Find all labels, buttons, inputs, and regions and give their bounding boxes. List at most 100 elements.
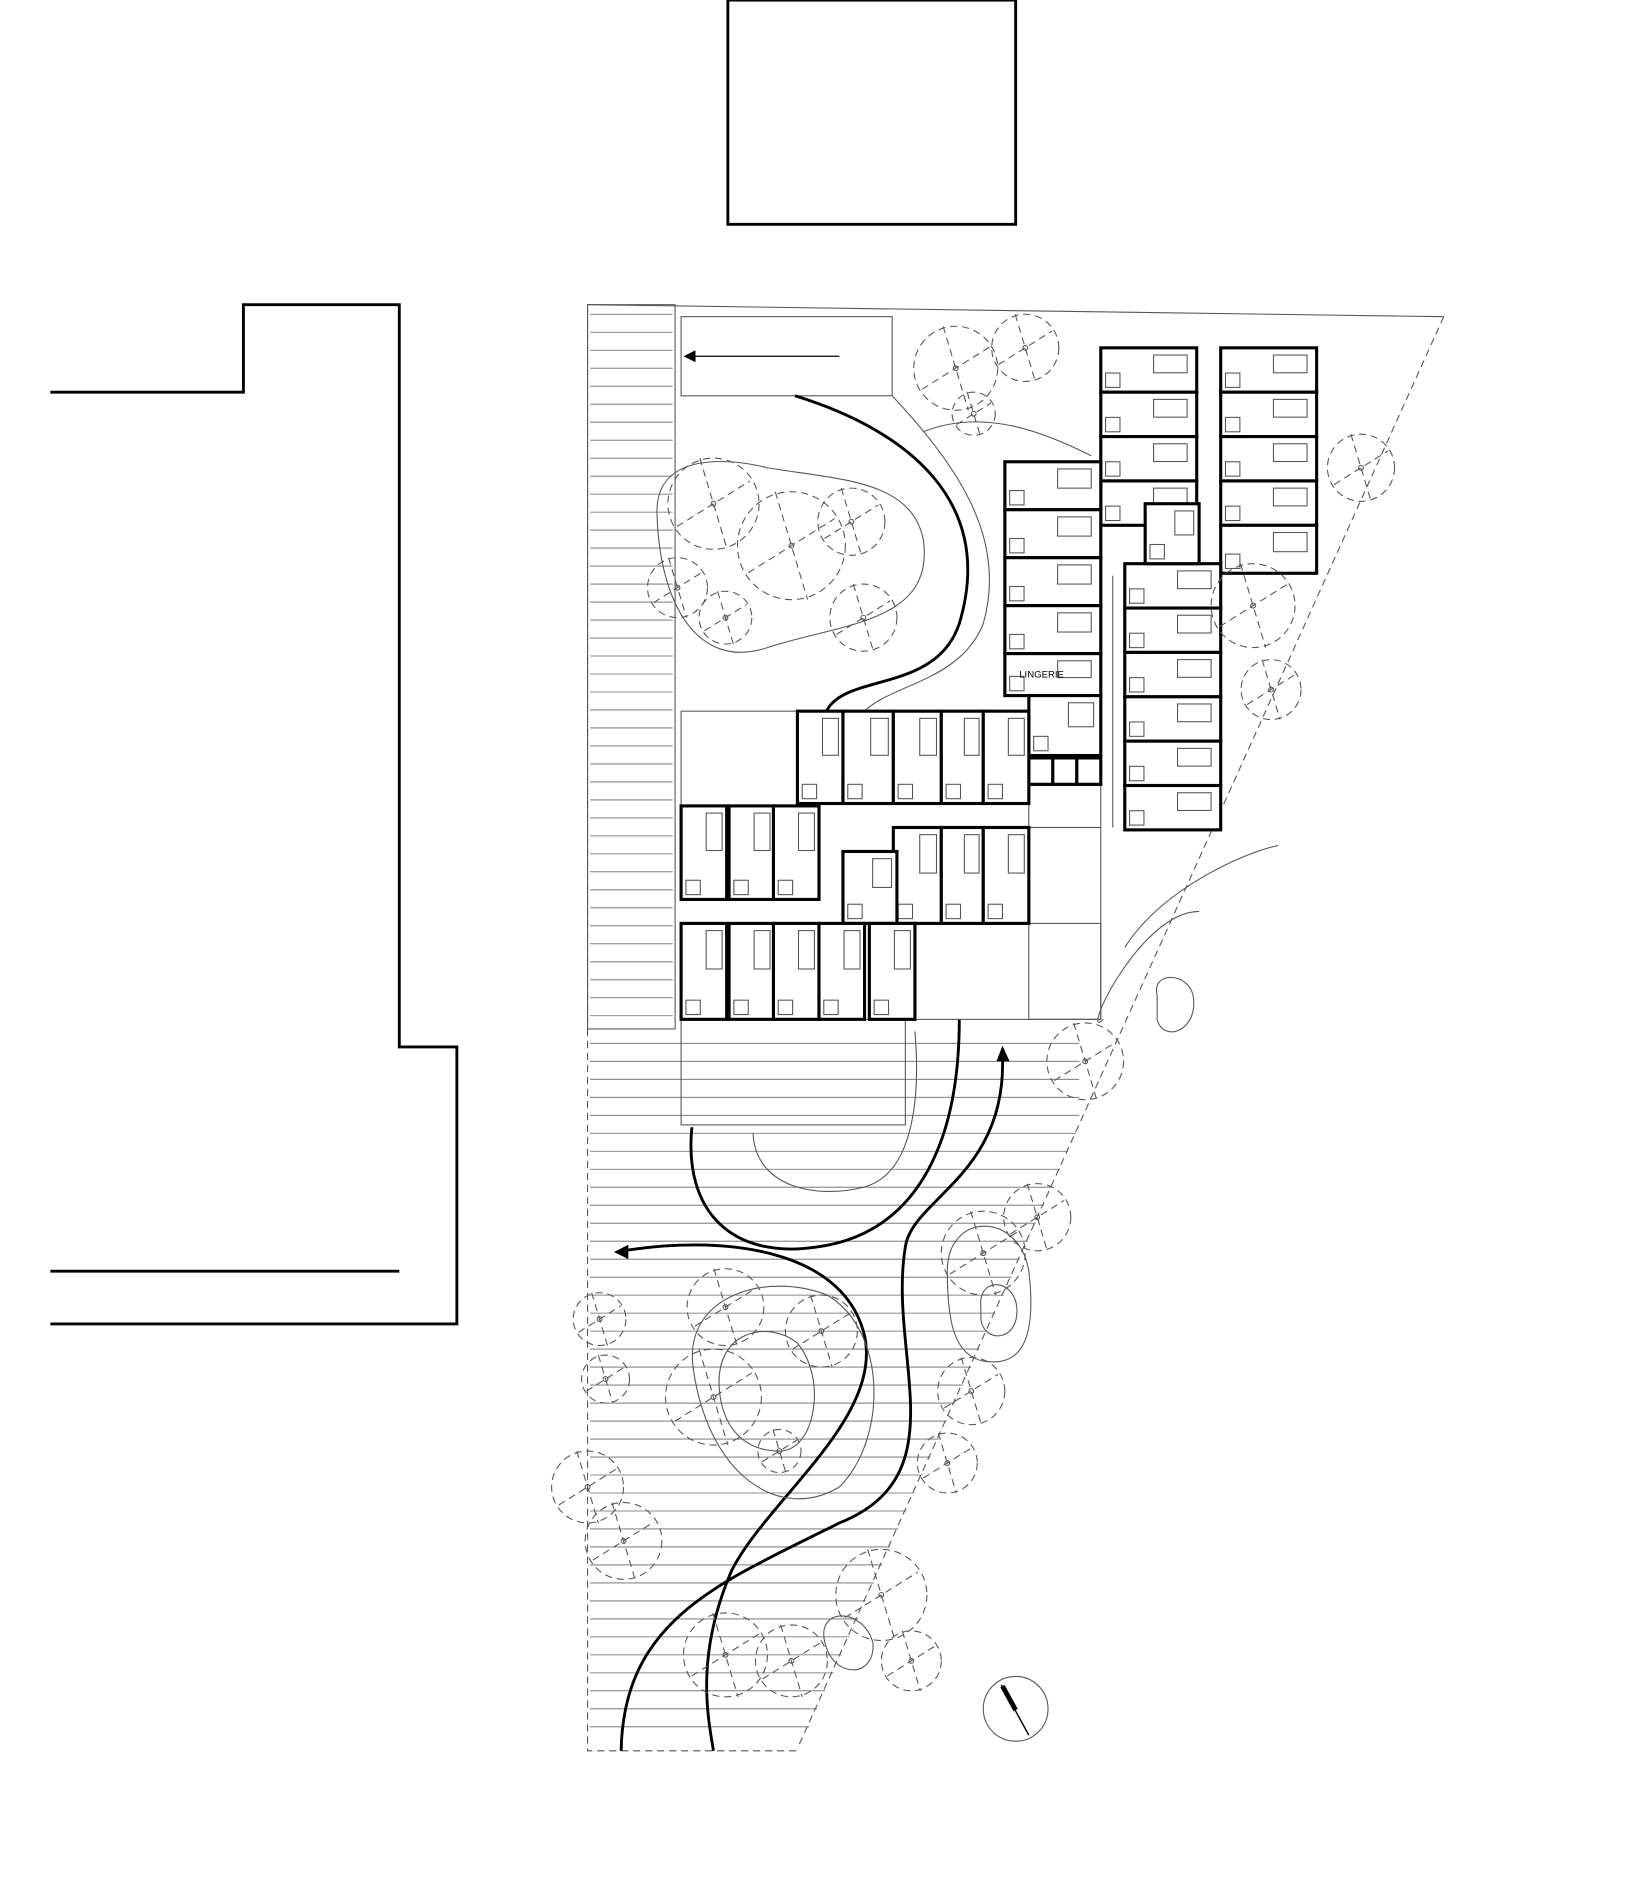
tree-axis <box>942 326 969 411</box>
bed-icon <box>821 717 839 756</box>
bathroom-icon <box>1009 489 1025 506</box>
tree-axis <box>1010 1199 1065 1235</box>
tree-axis <box>852 583 874 652</box>
room <box>1123 783 1223 832</box>
drop-off-loop <box>689 1019 961 1251</box>
drop-off-loop-inner <box>752 1031 918 1193</box>
tree-axis <box>1219 584 1287 628</box>
bed-icon <box>1272 487 1308 507</box>
bathroom-icon <box>1129 765 1145 782</box>
garden-bed <box>718 1330 815 1452</box>
bed-icon <box>843 930 861 970</box>
tree-icon <box>736 491 846 601</box>
bathroom-icon <box>1105 416 1121 433</box>
tree-axis <box>998 330 1053 366</box>
bed-icon <box>1272 398 1308 418</box>
tree-icon <box>1210 563 1296 649</box>
bed-icon <box>1057 564 1092 585</box>
tree-icon <box>572 1292 627 1347</box>
room <box>867 921 917 1021</box>
bathroom-icon <box>1009 537 1025 554</box>
garden-bed <box>656 460 925 653</box>
tree-trunk <box>980 1250 987 1257</box>
bed-icon <box>1176 747 1212 767</box>
tree-axis <box>867 1549 896 1641</box>
tree-axis <box>1246 674 1296 706</box>
bed-icon <box>872 858 893 888</box>
bathroom-icon <box>733 879 749 896</box>
room <box>981 825 1031 925</box>
bathroom-icon <box>733 999 749 1016</box>
tree-axis <box>761 1439 797 1463</box>
room <box>1003 556 1103 608</box>
room <box>939 825 985 925</box>
garden-bed <box>946 1225 1032 1363</box>
bed-icon <box>1057 516 1092 537</box>
bathroom-icon <box>847 903 863 920</box>
room <box>679 921 729 1021</box>
tree-axis <box>694 1287 757 1327</box>
bed-icon <box>1176 614 1212 634</box>
tree-icon <box>584 1502 663 1580</box>
room <box>727 804 777 901</box>
tree-icon <box>817 487 886 556</box>
bed-icon <box>1067 702 1095 728</box>
walkway <box>619 1055 1004 1751</box>
bed-icon <box>1272 443 1308 463</box>
bathroom-icon <box>1105 461 1121 477</box>
room <box>1099 346 1199 394</box>
tree-trunk <box>860 614 867 621</box>
terrace <box>1028 784 1102 829</box>
bed-icon <box>870 717 889 756</box>
room <box>771 804 821 901</box>
room <box>1123 562 1223 610</box>
building-footprint <box>679 346 1319 1126</box>
room <box>891 709 943 806</box>
site-boundary-north <box>587 304 1444 318</box>
bathroom-icon <box>1129 588 1145 604</box>
bathroom-icon <box>777 879 794 896</box>
room <box>1027 694 1103 758</box>
room <box>771 921 821 1021</box>
tree-axis <box>836 600 891 635</box>
pond <box>1155 976 1195 1033</box>
room <box>1219 523 1319 575</box>
tree-icon <box>667 457 760 550</box>
bathroom-icon <box>685 879 701 896</box>
tree-trunk <box>584 1484 591 1490</box>
bed-icon <box>919 834 938 874</box>
arrow-head-icon <box>613 1244 629 1260</box>
tree-icon <box>698 590 753 645</box>
garden-path <box>1097 910 1200 1023</box>
bathroom-icon <box>945 783 962 800</box>
room <box>891 825 943 925</box>
tree-icon <box>991 313 1060 382</box>
tree-trunk <box>710 1394 717 1401</box>
tree-icon <box>1326 433 1396 502</box>
bathroom-icon <box>1224 416 1241 433</box>
tree-axis <box>774 491 809 600</box>
tree-axis <box>578 1305 621 1333</box>
trees <box>551 313 1396 1698</box>
room <box>795 709 845 806</box>
tree-trunk <box>1250 602 1257 609</box>
tree-axis <box>810 1294 833 1368</box>
room <box>1051 756 1079 786</box>
bathroom-icon <box>801 783 818 800</box>
arrow-head-icon <box>996 1045 1010 1062</box>
bed-icon <box>753 812 771 852</box>
tree-axis <box>597 1354 614 1404</box>
bed-icon <box>1174 510 1195 536</box>
tree-axis <box>653 572 702 604</box>
tree-axis <box>1350 434 1372 502</box>
tree-icon <box>880 1630 942 1692</box>
tree-icon <box>940 1210 1026 1296</box>
tree-trunk <box>1034 1214 1041 1221</box>
bathroom-icon <box>1009 585 1025 602</box>
tree-axis <box>1054 1041 1117 1081</box>
tree-icon <box>686 1268 765 1347</box>
tree-axis <box>747 518 835 574</box>
tree-axis <box>772 1429 787 1473</box>
bathroom-icon <box>1105 505 1121 522</box>
